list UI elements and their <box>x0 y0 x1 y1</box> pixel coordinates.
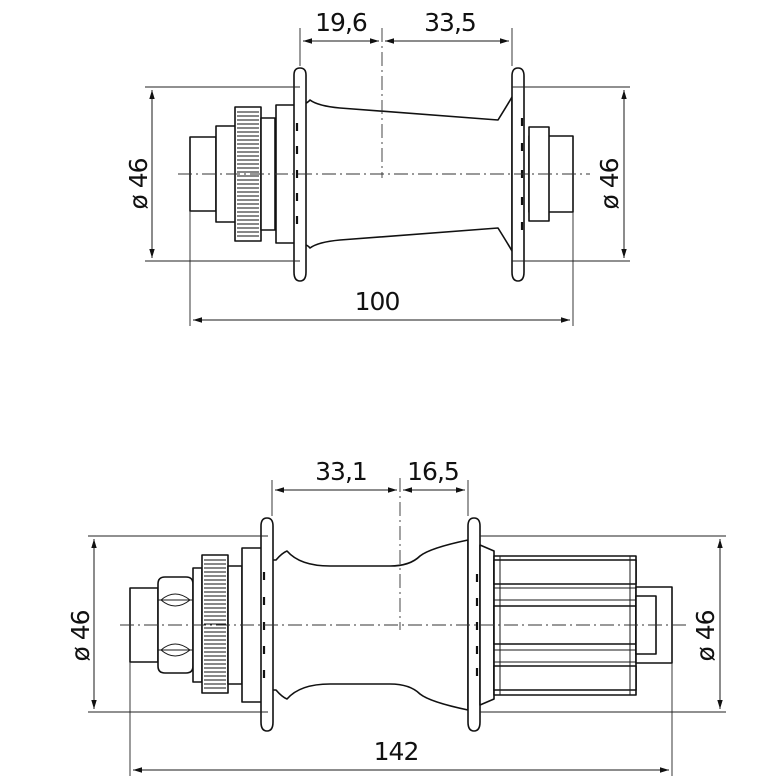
front-hub-drawing: 19,6 33,5 100 ø 46 ø 46 <box>124 8 630 326</box>
rear-flange-holes <box>262 572 479 678</box>
rear-dim-diameter-right-label: ø 46 <box>691 610 720 661</box>
rear-dim-flange-right-label: 16,5 <box>407 457 459 486</box>
front-dim-flange-right-label: 33,5 <box>424 8 476 37</box>
rear-dim-flange-left-label: 33,1 <box>315 457 367 486</box>
rear-rotor-spline <box>201 554 229 694</box>
rear-dim-diameter-left-label: ø 46 <box>66 610 95 661</box>
front-flange-holes <box>295 118 524 230</box>
rear-left-flange <box>260 517 274 732</box>
front-dim-flange-left-label: 19,6 <box>315 8 367 37</box>
front-left-flange <box>293 67 307 282</box>
rear-freehub-splines <box>493 556 637 695</box>
front-dim-overall-label: 100 <box>355 287 400 316</box>
front-dim-diameter-left-label: ø 46 <box>124 158 153 209</box>
rear-dim-overall-label: 142 <box>374 737 419 766</box>
rear-hub-drawing: 33,1 16,5 142 ø 46 ø 46 <box>66 457 726 776</box>
front-dim-diameter-right-label: ø 46 <box>595 158 624 209</box>
rear-right-flange <box>467 517 481 732</box>
